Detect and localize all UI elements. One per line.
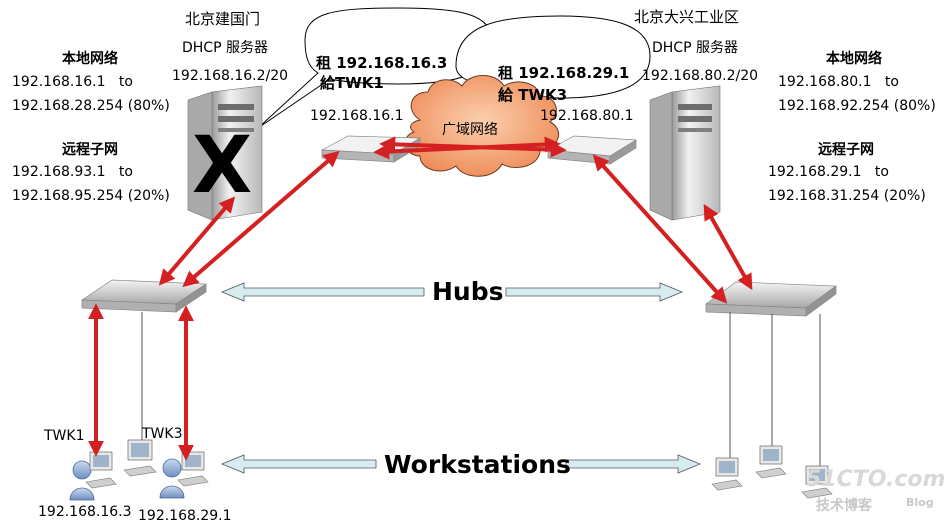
right-remote-range-2: 192.168.31.254 (20%) [768,188,926,204]
twk1-name: TWK1 [43,428,84,444]
right-workstation-2-icon [755,445,787,479]
arrow-wan-bottom [373,136,561,160]
workstations-arrow-left [220,454,377,474]
left-router-ip: 192.168.16.1 [310,108,404,124]
right-dhcp-label: DHCP 服务器 [652,40,738,56]
arrow-right-router-to-hub [592,154,728,304]
right-workstation-3-icon [801,465,833,499]
workstations-label: Workstations [384,450,571,479]
arrow-right-hub-to-server [703,203,753,291]
left-local-title: 本地网络 [62,50,118,67]
hubs-arrows [220,282,684,302]
arrow-left-hub-to-router [182,150,340,288]
left-remote-title: 远程子网 [62,142,118,158]
watermark-logo-text: 51CTO.com [806,467,945,492]
hubs-arrow-left [220,282,425,302]
workstation-middle-icon [123,439,157,477]
hubs-arrow-right [505,282,684,302]
right-hub-cables [729,312,821,470]
twk3-name: TWK3 [141,426,182,442]
right-workstation-1-icon [711,457,743,491]
right-dhcp-ip: 192.168.80.2/20 [642,68,758,84]
right-hub-icon [704,281,838,317]
right-dhcp-server-icon [649,85,721,221]
twk3-ip: 192.168.29.1 [138,508,232,524]
watermark-sub-text: 技术博客 [816,497,873,514]
right-local-range-1: 192.168.80.1 to [778,74,899,90]
twk1-ip: 192.168.16.3 [38,504,132,520]
right-local-range-2: 192.168.92.254 (80%) [778,98,936,114]
right-lease-line-2: 給 TWK3 [498,86,567,104]
dhcp-flow-arrows [88,136,753,461]
right-remote-range-1: 192.168.29.1 to [768,164,889,180]
left-remote-range-1: 192.168.93.1 to [12,164,133,180]
workstation-twk3-icon [159,451,209,499]
right-local-title: 本地网络 [826,50,882,67]
right-router-ip: 192.168.80.1 [540,108,634,124]
workstation-twk1-icon [69,451,117,501]
workstations-arrows [220,454,702,474]
left-lease-line-1: 租 192.168.16.3 [316,54,447,72]
right-site-name: 北京大兴工业区 [634,8,739,26]
hubs-label: Hubs [432,277,504,306]
left-hub-icon [80,279,208,313]
left-local-range-1: 192.168.16.1 to [12,74,133,90]
left-site-name: 北京建国门 [185,10,260,28]
server-failed-mark: X [192,121,252,211]
left-remote-range-2: 192.168.95.254 (20%) [12,188,170,204]
left-local-range-2: 192.168.28.254 (80%) [12,98,170,114]
watermark-blog-text: Blog [906,496,934,509]
left-lease-line-2: 給TWK1 [320,74,384,92]
watermark-logo: 51CTO.com 技术博客 Blog [806,467,945,514]
left-dhcp-ip: 192.168.16.2/20 [172,68,288,84]
workstations-arrow-right [565,454,702,474]
left-dhcp-label: DHCP 服务器 [182,40,268,56]
right-remote-title: 远程子网 [818,142,874,158]
right-lease-line-1: 租 192.168.29.1 [498,64,629,82]
wan-label: 广域网络 [442,122,498,138]
